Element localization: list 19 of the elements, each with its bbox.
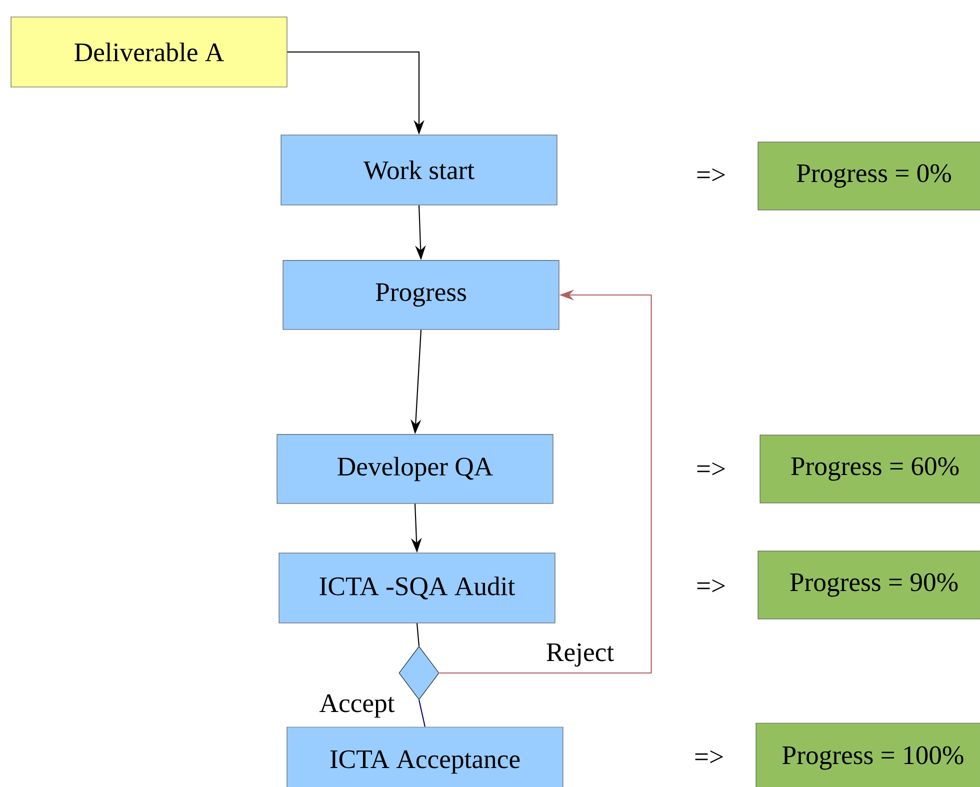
status-box: Progress = 100%	[756, 722, 980, 787]
status-box: Progress = 90%	[758, 550, 980, 620]
edge-label: Accept	[318, 693, 396, 719]
decision-diamond	[398, 646, 440, 700]
process-box: ICTA -SQA Audit	[278, 552, 556, 624]
status-box: Progress = 60%	[760, 434, 980, 504]
process-box: Work start	[280, 134, 558, 206]
process-box: Progress	[282, 260, 560, 330]
arrow-text: =>	[697, 579, 725, 592]
start-box: Deliverable A	[10, 16, 288, 88]
arrow-text: =>	[697, 462, 725, 476]
process-box: Developer QA	[276, 434, 554, 504]
edge-label: Reject	[544, 642, 616, 668]
arrow-text: =>	[697, 168, 725, 182]
status-box: Progress = 0%	[758, 142, 980, 210]
connector-line	[416, 623, 420, 646]
arrow-text: =>	[695, 750, 723, 764]
process-box: ICTA Acceptance	[286, 726, 564, 787]
connector-line	[418, 700, 426, 727]
